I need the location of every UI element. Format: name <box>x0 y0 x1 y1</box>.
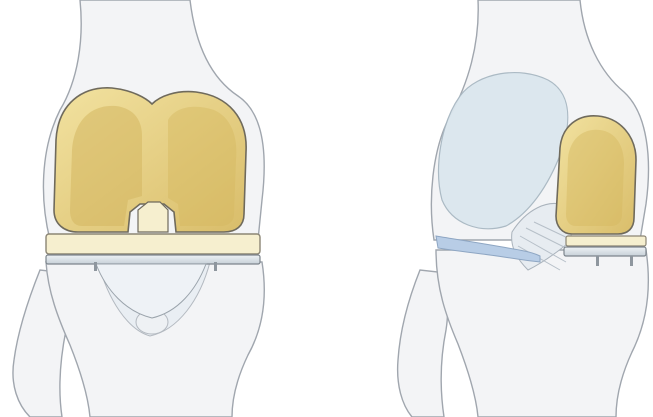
left-poly-spacer <box>46 234 260 254</box>
right-poly-spacer <box>566 236 646 246</box>
left-tray-peg-left <box>94 262 97 271</box>
left-tibial-post <box>138 202 168 232</box>
right-tibia-bone <box>436 250 648 417</box>
total-knee-panel <box>13 0 264 417</box>
right-tray-peg-left <box>596 256 599 266</box>
left-metal-tray <box>46 255 260 264</box>
left-tray-peg-right <box>214 262 217 271</box>
partial-knee-panel <box>398 0 649 417</box>
right-femoral-shading <box>566 130 624 226</box>
right-metal-tray <box>564 247 646 256</box>
right-tray-peg-right <box>630 256 633 266</box>
